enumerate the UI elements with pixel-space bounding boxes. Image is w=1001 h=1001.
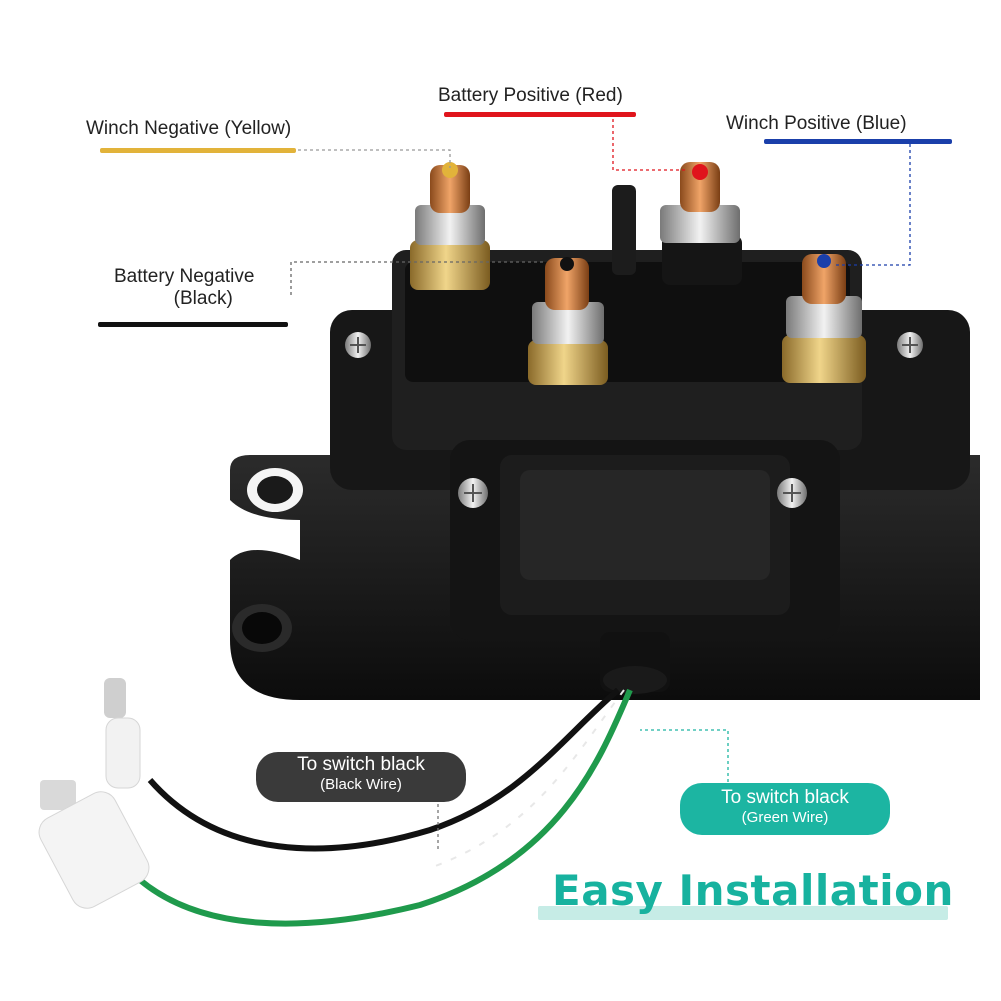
green-wire-callout-subtitle: (Green Wire) [741, 809, 829, 826]
solenoid-housing [330, 185, 970, 640]
red-indicator-bar [444, 112, 636, 117]
battery-negative-label-line1: Battery Negative [114, 266, 255, 287]
black-indicator-bar [98, 322, 288, 327]
blue-indicator-bar [764, 139, 952, 144]
wire-harness [138, 632, 670, 927]
black-wire-callout: To switch black (Black Wire) [256, 752, 466, 802]
black-wire-callout-title: To switch black [297, 754, 425, 775]
battery-negative-label-line2: (Black) [173, 288, 233, 309]
wire-connectors [38, 678, 150, 909]
green-wire-callout-title: To switch black [721, 787, 849, 808]
winch-positive-label: Winch Positive (Blue) [726, 113, 907, 134]
yellow-indicator-bar [100, 148, 296, 153]
leader-lines [290, 113, 911, 852]
terminal-winch-negative [410, 162, 490, 290]
headline-underline [538, 906, 948, 920]
housing-screws [345, 332, 923, 508]
headline: Easy Installation [552, 866, 954, 915]
battery-negative-label: Battery Negative (Black) [114, 266, 254, 310]
terminal-battery-negative [528, 257, 608, 385]
black-wire-callout-subtitle: (Black Wire) [320, 776, 402, 793]
terminal-battery-positive [660, 162, 742, 285]
battery-positive-label: Battery Positive (Red) [438, 85, 623, 106]
green-wire-callout: To switch black (Green Wire) [680, 783, 890, 835]
winch-negative-label: Winch Negative (Yellow) [86, 118, 292, 139]
terminal-winch-positive [782, 254, 866, 383]
